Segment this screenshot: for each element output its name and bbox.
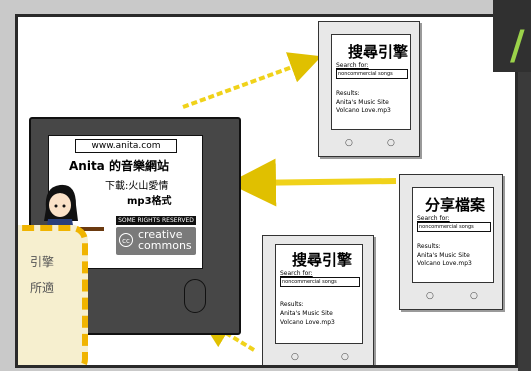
search-label-bottom: Search for:	[280, 270, 313, 277]
rights-banner: SOME RIGHTS RESERVED	[116, 216, 196, 225]
file-sharing-device: 分享檔案 Search for: noncommercial songs Res…	[399, 174, 503, 310]
results-label-top: Results:	[336, 90, 360, 97]
right-edge-strip	[518, 72, 531, 371]
results-label-share: Results:	[417, 243, 441, 250]
results-label-bottom: Results:	[280, 301, 304, 308]
result-item-bottom-1: Anita's Music Site	[280, 310, 333, 317]
search-field-bottom: noncommercial songs	[280, 277, 360, 287]
diagram-canvas: www.anita.com Anita 的音樂網站 下載:火山愛情 mp3格式 …	[15, 14, 518, 368]
result-item-share-2: Volcano Love.mp3	[417, 260, 472, 267]
knob-left-icon: ○	[291, 352, 299, 362]
file-sharing-title: 分享檔案	[425, 196, 486, 214]
knob-right-icon: ○	[470, 291, 478, 301]
creative-commons-badge: cc creative commons	[116, 227, 196, 255]
search-engine-screen-top: 搜尋引擎 Search for: noncommercial songs Res…	[331, 34, 411, 130]
arrow-from-share	[228, 158, 397, 207]
search-field-share: noncommercial songs	[417, 222, 491, 232]
arrow-to-top-search	[182, 52, 322, 109]
cc-text-line-1: creative	[138, 228, 183, 241]
result-item-bottom-2: Volcano Love.mp3	[280, 319, 335, 326]
search-engine-device-top: 搜尋引擎 Search for: noncommercial songs Res…	[318, 21, 420, 157]
search-engine-title-top: 搜尋引擎	[348, 43, 409, 61]
knob-right-icon: ○	[387, 138, 395, 148]
callout-line-2: 所適	[30, 281, 55, 295]
format-text: mp3格式	[127, 196, 172, 207]
knob-right-icon: ○	[341, 352, 349, 362]
device-button-icon	[184, 279, 206, 313]
search-engine-screen-bottom: 搜尋引擎 Search for: noncommercial songs Res…	[275, 244, 363, 344]
corner-slash-icon: /	[510, 23, 525, 69]
file-sharing-screen: 分享檔案 Search for: noncommercial songs Res…	[412, 187, 494, 283]
search-engine-title-bottom: 搜尋引擎	[292, 251, 353, 269]
search-label-top: Search for:	[336, 62, 369, 69]
callout-line-1: 引擎	[30, 255, 55, 269]
knob-left-icon: ○	[426, 291, 434, 301]
website-title: Anita 的音樂網站	[69, 159, 169, 173]
search-field-top: noncommercial songs	[336, 69, 408, 79]
callout-bubble: 引擎 所適	[18, 225, 88, 365]
cc-text: creative commons	[138, 229, 192, 251]
knob-left-icon: ○	[345, 138, 353, 148]
result-item-top-2: Volcano Love.mp3	[336, 107, 391, 114]
cc-text-line-2: commons	[138, 239, 192, 252]
website-url: www.anita.com	[75, 139, 177, 153]
download-text: 下載:火山愛情	[105, 181, 169, 192]
website-screen: www.anita.com Anita 的音樂網站 下載:火山愛情 mp3格式 …	[48, 135, 203, 269]
search-engine-device-bottom: 搜尋引擎 Search for: noncommercial songs Res…	[262, 235, 374, 365]
cc-logo-icon: cc	[119, 233, 133, 247]
result-item-top-1: Anita's Music Site	[336, 99, 389, 106]
result-item-share-1: Anita's Music Site	[417, 252, 470, 259]
search-label-share: Search for:	[417, 215, 450, 222]
corner-panel	[493, 0, 531, 72]
